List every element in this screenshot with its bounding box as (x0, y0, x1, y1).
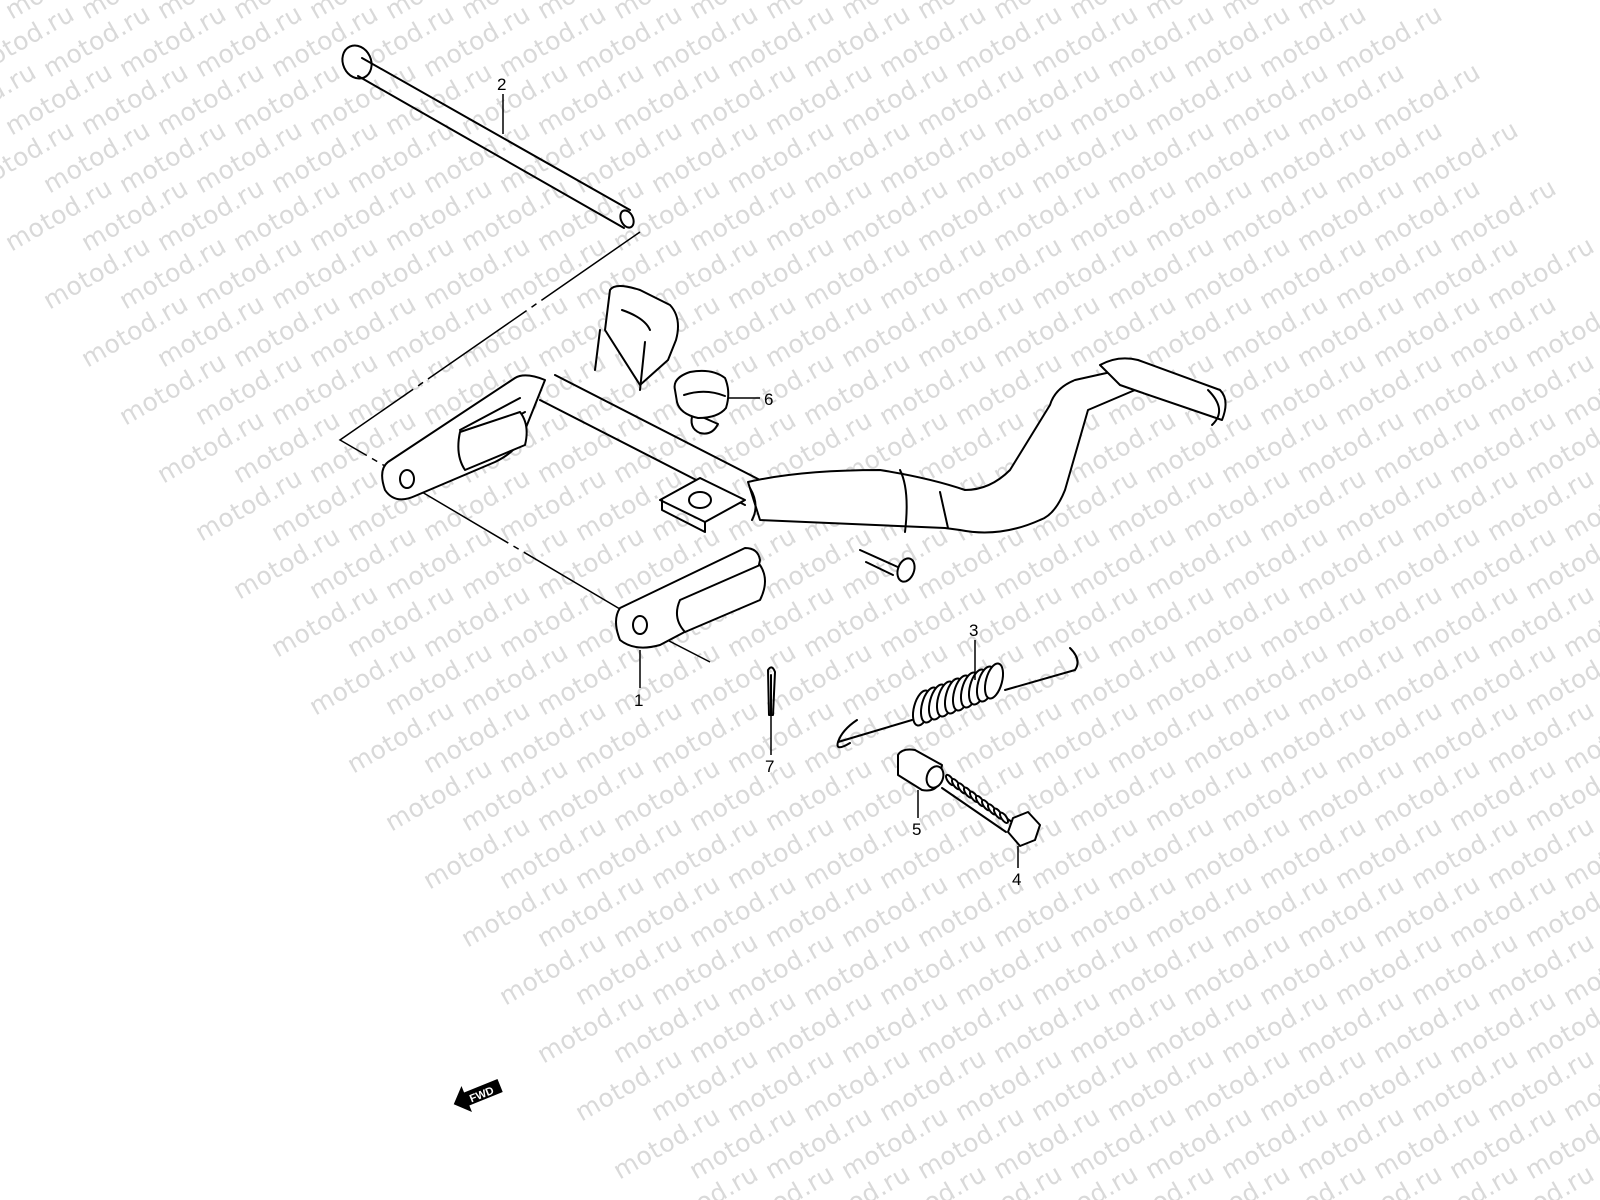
part-1-center-stand[interactable] (381, 285, 1227, 649)
callout-3: 3 (969, 621, 978, 640)
callout-4: 4 (1012, 870, 1021, 889)
part-5-spacer[interactable] (897, 748, 946, 792)
fwd-arrow-icon: FWD (453, 1079, 503, 1113)
callout-1: 1 (634, 691, 643, 710)
part-4-bolt[interactable] (941, 773, 1041, 847)
callout-6: 6 (764, 390, 773, 409)
leader-lines (502, 94, 1019, 868)
part-3-spring[interactable] (836, 647, 1079, 749)
bolt-thread (998, 811, 1010, 824)
part-2-shaft[interactable] (337, 41, 636, 230)
callout-5: 5 (912, 820, 921, 839)
spring-coil (983, 662, 1005, 700)
callout-labels: 2 1 3 4 5 6 7 (497, 75, 1021, 889)
callout-2: 2 (497, 75, 506, 94)
callout-7: 7 (765, 757, 774, 776)
part-6-rubber-stopper[interactable] (673, 369, 730, 435)
part-7-cotter-pin[interactable] (767, 666, 776, 716)
fwd-label: FWD (468, 1085, 496, 1106)
